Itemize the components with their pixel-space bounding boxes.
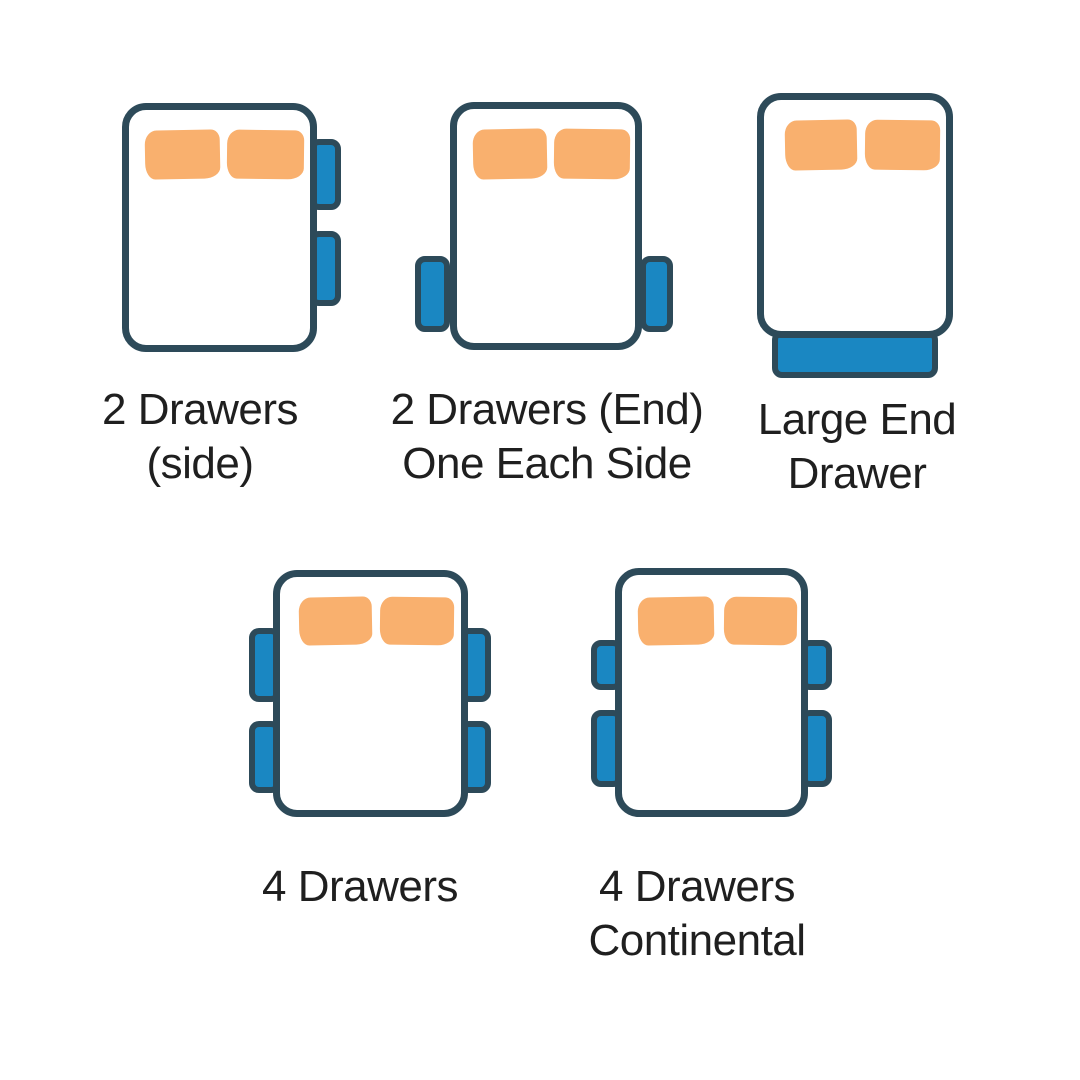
label-line: 2 Drawers: [102, 385, 299, 434]
pillow-left-icon: [298, 596, 373, 646]
pillow-left-icon: [472, 128, 548, 180]
pillow-right-icon: [226, 129, 305, 180]
drawer-right-end-icon: [640, 256, 673, 332]
figure-label: Large End Drawer: [758, 393, 957, 501]
pillow-right-icon: [553, 128, 631, 180]
figure-label: 2 Drawers (side): [102, 383, 299, 491]
pillow-right-icon: [864, 119, 941, 171]
figure-label: 4 Drawers: [262, 860, 459, 914]
label-line: One Each Side: [402, 439, 692, 488]
figure-label: 4 Drawers Continental: [588, 860, 806, 968]
figure-label: 2 Drawers (End) One Each Side: [391, 383, 704, 491]
label-line: 2 Drawers (End): [390, 385, 704, 434]
bed-top-view-icon: [122, 103, 317, 352]
pillow-left-icon: [784, 119, 858, 171]
label-line: 4 Drawers: [262, 862, 459, 911]
bed-top-view-icon: [757, 93, 953, 338]
pillow-left-icon: [144, 129, 221, 180]
label-line: Continental: [588, 916, 806, 965]
drawer-left-end-icon: [415, 256, 450, 332]
pillow-left-icon: [637, 596, 715, 646]
pillow-right-icon: [379, 596, 455, 646]
bed-top-view-icon: [450, 102, 642, 350]
bed-top-view-icon: [273, 570, 468, 817]
bed-top-view-icon: [615, 568, 808, 817]
label-line: Drawer: [787, 449, 927, 498]
pillow-right-icon: [723, 596, 798, 646]
label-line: (side): [146, 439, 254, 488]
label-line: 4 Drawers: [598, 862, 796, 911]
label-line: Large End: [757, 395, 957, 444]
